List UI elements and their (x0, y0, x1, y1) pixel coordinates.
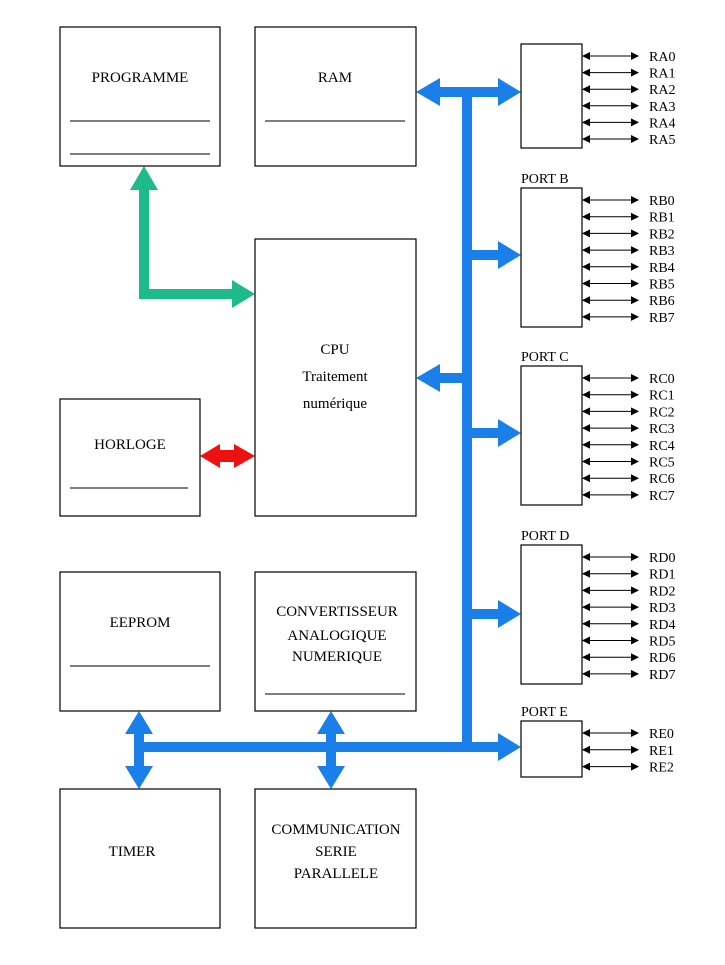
clock-cpu-link (200, 444, 255, 468)
pin-label-rc0: RC0 (649, 372, 675, 387)
pin-label-rd3: RD3 (649, 601, 675, 616)
pin-label-rb5: RB5 (649, 278, 675, 293)
port-d-label: PORT D (521, 529, 569, 544)
pin-label-rd6: RD6 (649, 651, 675, 666)
pin-label-rb3: RB3 (649, 244, 675, 259)
programme-label: PROGRAMME (92, 70, 189, 86)
port-d-box (520, 544, 583, 685)
bus-portd-arrow (472, 600, 521, 628)
pin-label-re2: RE2 (649, 761, 674, 776)
pin-label-ra2: RA2 (649, 83, 675, 98)
convertisseur-block: CONVERTISSEUR ANALOGIQUE NUMERIQUE (254, 571, 417, 712)
port-c-box (520, 365, 583, 506)
communication-label-line1: COMMUNICATION (271, 822, 400, 838)
horloge-block: HORLOGE (59, 398, 201, 517)
bus-vertical-trunk (462, 92, 472, 752)
convertisseur-label-line2: ANALOGIQUE (287, 628, 386, 644)
pin-label-rb0: RB0 (649, 194, 675, 209)
bus-ram-link (416, 78, 521, 106)
pin-label-ra0: RA0 (649, 50, 675, 65)
pin-label-rc6: RC6 (649, 472, 675, 487)
pin-label-ra5: RA5 (649, 133, 675, 148)
port-c-label: PORT C (521, 350, 569, 365)
pin-label-rb6: RB6 (649, 294, 675, 309)
port-b-label: PORT B (521, 172, 569, 187)
pin-label-re0: RE0 (649, 727, 674, 742)
pin-label-rb1: RB1 (649, 211, 675, 226)
ram-label: RAM (318, 70, 352, 86)
pin-label-re1: RE1 (649, 744, 674, 759)
communication-block: COMMUNICATION SERIE PARALLELE (254, 788, 417, 929)
bus-horizontal-bottom (134, 742, 472, 752)
pin-label-rd1: RD1 (649, 568, 675, 583)
pin-label-ra1: RA1 (649, 67, 675, 82)
bus-portb-arrow (472, 241, 521, 269)
port-e-label: PORT E (521, 705, 568, 720)
pin-label-rd4: RD4 (649, 618, 675, 633)
communication-label-line2: SERIE (315, 844, 357, 860)
port-a-box (520, 43, 583, 149)
data-bus (125, 78, 521, 789)
pin-label-rc4: RC4 (649, 439, 675, 454)
pin-label-ra4: RA4 (649, 116, 675, 131)
pin-label-ra3: RA3 (649, 100, 675, 115)
programme-block: PROGRAMME (59, 26, 221, 167)
bus-eeprom-timer-link (125, 711, 153, 789)
port-b-box (520, 187, 583, 328)
pin-label-rb7: RB7 (649, 311, 675, 326)
bus-cpu-arrow (416, 364, 462, 392)
bus-porte-arrow (472, 733, 521, 761)
convertisseur-label-line1: CONVERTISSEUR (276, 604, 398, 620)
pin-label-rc7: RC7 (649, 489, 675, 504)
bus-portc-arrow (472, 419, 521, 447)
pin-label-rc1: RC1 (649, 389, 675, 404)
pin-label-rd0: RD0 (649, 551, 675, 566)
pin-label-rd5: RD5 (649, 635, 675, 650)
horloge-label: HORLOGE (94, 437, 166, 453)
pin-label-rd7: RD7 (649, 668, 675, 683)
pin-label-rb4: RB4 (649, 261, 675, 276)
port-e-box (520, 720, 583, 778)
timer-block: TIMER (59, 788, 221, 929)
program-cpu-link (130, 166, 255, 308)
cpu-block: CPU Traitement numérique (254, 238, 417, 517)
pin-label-rc3: RC3 (649, 422, 675, 437)
ram-block: RAM (254, 26, 417, 167)
timer-label: TIMER (109, 844, 156, 860)
pin-label-rc5: RC5 (649, 456, 675, 471)
eeprom-label: EEPROM (110, 615, 171, 631)
cpu-subtitle-line1: Traitement (302, 369, 368, 385)
communication-label-line3: PARALLELE (294, 866, 378, 882)
pin-label-rc2: RC2 (649, 405, 675, 420)
pin-label-rd2: RD2 (649, 584, 675, 599)
pin-label-rb2: RB2 (649, 227, 675, 242)
eeprom-block: EEPROM (59, 571, 221, 712)
cpu-subtitle-line2: numérique (303, 396, 367, 412)
convertisseur-label-line3: NUMERIQUE (292, 649, 382, 665)
cpu-label: CPU (320, 342, 349, 358)
bus-adc-comm-link (317, 711, 345, 789)
